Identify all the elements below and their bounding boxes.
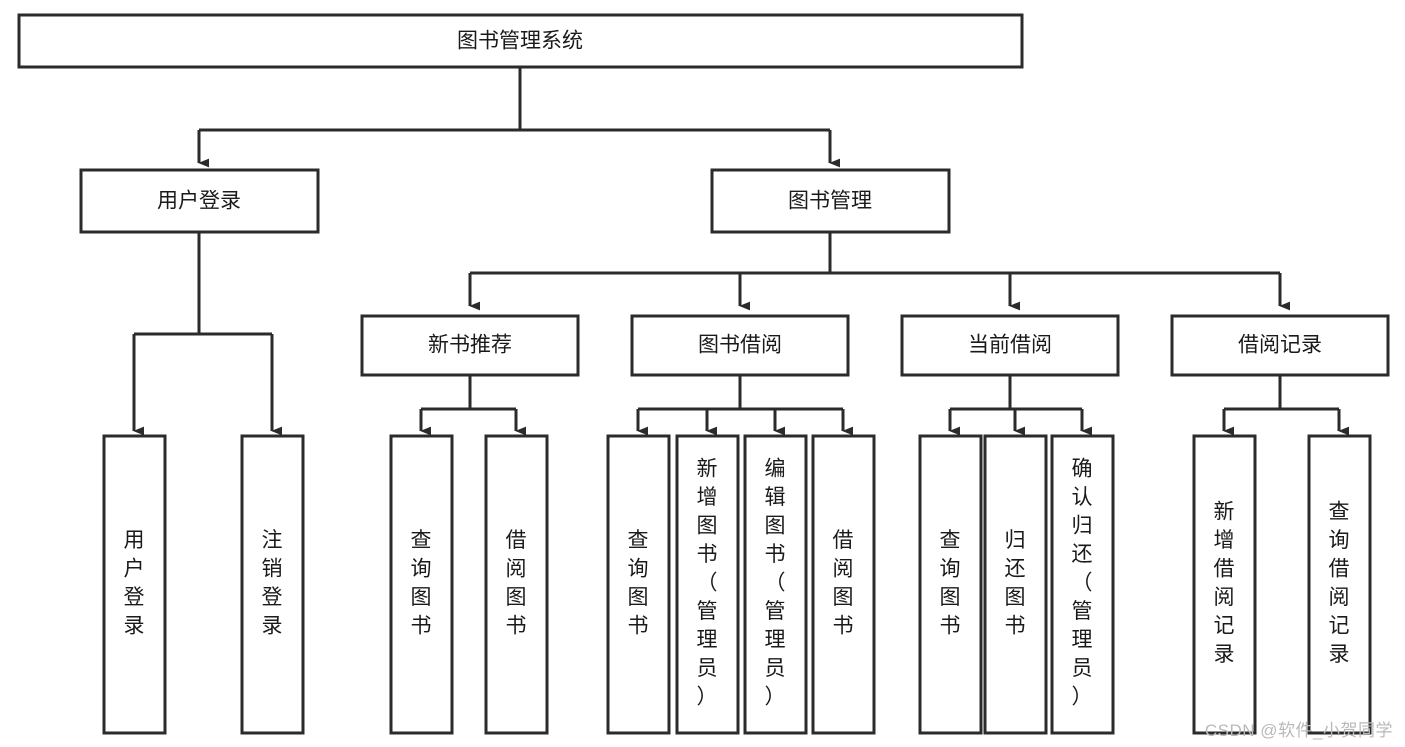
- leaf-query-book-1-box[interactable]: [389, 434, 454, 735]
- node-user-login[interactable]: 用户登录: [79, 168, 320, 234]
- leaf-edit-book-box[interactable]: [743, 434, 808, 735]
- leaf-return-book[interactable]: 归还图书: [983, 434, 1048, 735]
- leaf-query-record[interactable]: 查询借阅记录: [1307, 434, 1372, 735]
- leaf-query-book-1-label: 查询图书: [411, 529, 432, 638]
- leaf-edit-book[interactable]: 编辑图书（管理员）: [743, 434, 808, 735]
- node-book-management-box[interactable]: [710, 168, 951, 234]
- leaf-borrow-book-2-label: 借阅图书: [833, 529, 854, 638]
- leaf-add-record-box[interactable]: [1192, 434, 1257, 735]
- leaf-logout-login-label: 注销登录: [262, 529, 283, 638]
- node-current-borrow[interactable]: 当前借阅: [900, 314, 1120, 377]
- node-borrow-record-label: 借阅记录: [1238, 334, 1322, 357]
- node-new-book-recommend-box[interactable]: [360, 314, 580, 377]
- node-book-borrow-label: 图书借阅: [698, 334, 782, 357]
- leaf-logout-login[interactable]: 注销登录: [240, 434, 305, 735]
- node-root-label: 图书管理系统: [457, 30, 583, 53]
- node-root-box[interactable]: [17, 13, 1024, 69]
- node-user-login-box[interactable]: [79, 168, 320, 234]
- leaf-borrow-book-2-box[interactable]: [811, 434, 876, 735]
- leaf-return-book-box[interactable]: [983, 434, 1048, 735]
- node-root[interactable]: 图书管理系统: [17, 13, 1024, 69]
- node-new-book-recommend-label: 新书推荐: [428, 334, 512, 357]
- leaf-user-login[interactable]: 用户登录: [102, 434, 167, 735]
- leaf-add-book-box[interactable]: [675, 434, 740, 735]
- leaf-query-book-2-box[interactable]: [606, 434, 671, 735]
- leaf-query-record-box[interactable]: [1307, 434, 1372, 735]
- leaf-logout-login-box[interactable]: [240, 434, 305, 735]
- leaf-borrow-book-1-label: 借阅图书: [506, 529, 527, 638]
- leaf-borrow-book-1[interactable]: 借阅图书: [484, 434, 549, 735]
- leaf-query-book-2-label: 查询图书: [628, 529, 649, 638]
- leaf-confirm-return-box[interactable]: [1050, 434, 1115, 735]
- node-book-management[interactable]: 图书管理: [710, 168, 951, 234]
- leaf-add-record[interactable]: 新增借阅记录: [1192, 434, 1257, 735]
- leaf-user-login-box[interactable]: [102, 434, 167, 735]
- leaf-confirm-return-label: 确认归还（管理员）: [1072, 458, 1093, 709]
- leaf-query-record-label: 查询借阅记录: [1329, 500, 1350, 666]
- node-new-book-recommend[interactable]: 新书推荐: [360, 314, 580, 377]
- leaf-edit-book-label: 编辑图书（管理员）: [765, 458, 786, 709]
- node-book-borrow[interactable]: 图书借阅: [630, 314, 850, 377]
- leaf-query-book-3[interactable]: 查询图书: [918, 434, 983, 735]
- leaf-add-book[interactable]: 新增图书（管理员）: [675, 434, 740, 735]
- node-book-management-label: 图书管理: [788, 190, 872, 213]
- connector-layer: [132, 67, 1350, 436]
- leaf-borrow-book-2[interactable]: 借阅图书: [811, 434, 876, 735]
- leaf-query-book-3-label: 查询图书: [940, 529, 961, 638]
- leaf-add-record-label: 新增借阅记录: [1214, 500, 1235, 666]
- leaf-add-book-label: 新增图书（管理员）: [697, 458, 718, 709]
- leaf-query-book-2[interactable]: 查询图书: [606, 434, 671, 735]
- leaf-query-book-1[interactable]: 查询图书: [389, 434, 454, 735]
- leaf-confirm-return[interactable]: 确认归还（管理员）: [1050, 434, 1115, 735]
- leaf-user-login-label: 用户登录: [124, 529, 145, 638]
- node-book-borrow-box[interactable]: [630, 314, 850, 377]
- node-current-borrow-label: 当前借阅: [968, 334, 1052, 357]
- node-borrow-record[interactable]: 借阅记录: [1170, 314, 1390, 377]
- leaf-query-book-3-box[interactable]: [918, 434, 983, 735]
- leaf-return-book-label: 归还图书: [1005, 529, 1026, 638]
- node-current-borrow-box[interactable]: [900, 314, 1120, 377]
- node-user-login-label: 用户登录: [157, 190, 241, 213]
- node-borrow-record-box[interactable]: [1170, 314, 1390, 377]
- leaf-borrow-book-1-box[interactable]: [484, 434, 549, 735]
